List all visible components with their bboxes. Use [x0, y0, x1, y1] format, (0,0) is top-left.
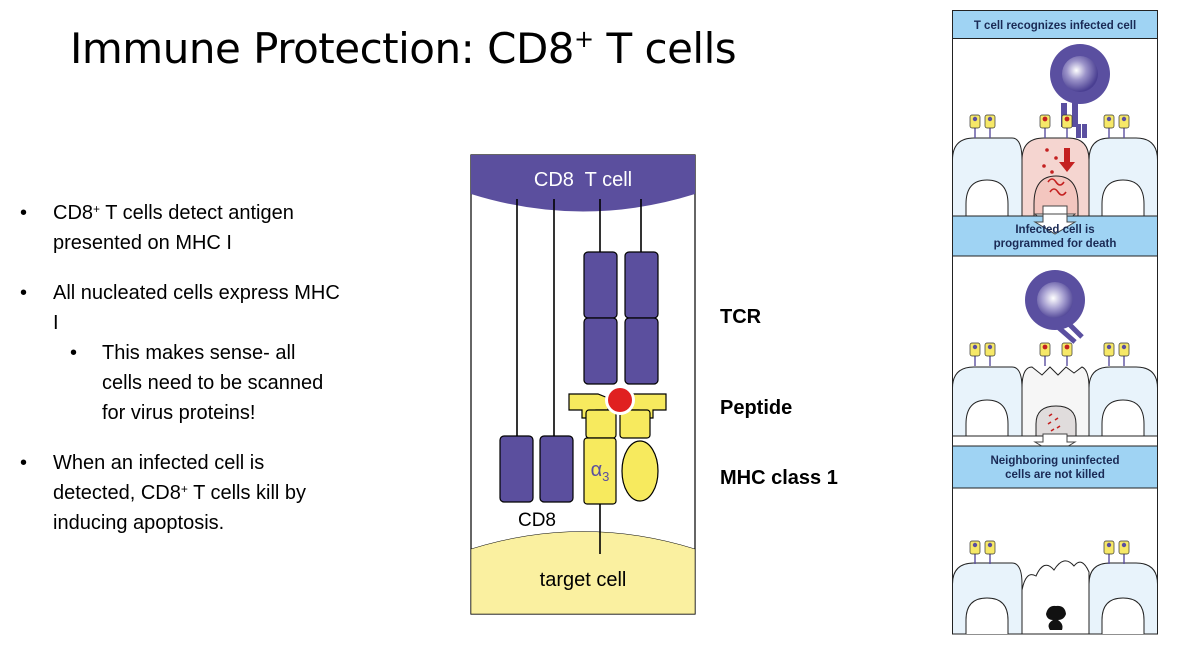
panel-recognition: T cell recognizes infected cell	[952, 10, 1158, 217]
peptide	[608, 388, 632, 412]
t-cell-membrane	[471, 155, 695, 212]
t-cell-label: CD8 T cell	[534, 169, 632, 191]
bullet-list: CD8+ T cells detect antigen presented on…	[20, 198, 340, 558]
tcr-molecule	[583, 251, 659, 385]
target-cell-label: target cell	[540, 569, 627, 591]
mhc-class-1-label: MHC class 1	[720, 467, 838, 489]
panel-1-caption: T cell recognizes infected cell	[974, 20, 1136, 32]
sub-bullet-item: This makes sense- all cells need to be s…	[70, 338, 340, 428]
bullet-item: All nucleated cells express MHC I	[20, 278, 340, 338]
cd8-coreceptor	[499, 435, 574, 503]
apoptosis-panels: T cell recognizes infected cell Infected…	[952, 10, 1158, 635]
bullet-item: When an infected cell is detected, CD8+ …	[20, 448, 340, 538]
tcr-label: TCR	[720, 306, 762, 328]
target-cell-membrane	[470, 531, 696, 615]
cd8-label: CD8	[518, 510, 556, 531]
peptide-label: Peptide	[720, 397, 793, 419]
bullet-item: CD8+ T cells detect antigen presented on…	[20, 198, 340, 258]
mhc-class-1-molecule	[568, 393, 667, 505]
cd8-tcr-mhc-diagram: CD8 T cell target cell CD8 α3	[470, 154, 696, 615]
alpha3-label: α3	[591, 459, 610, 484]
page-title: Immune Protection: CD8+ T cells	[70, 24, 737, 73]
